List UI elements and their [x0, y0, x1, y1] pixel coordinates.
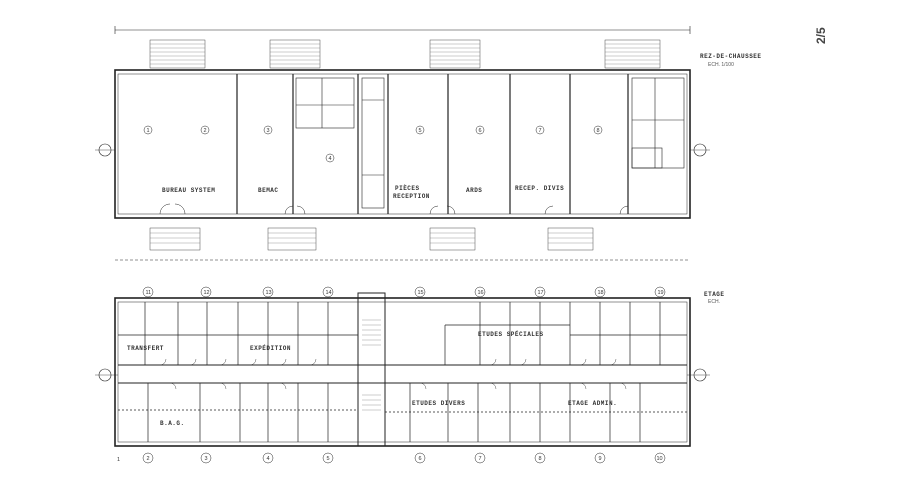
grid-label-bottom: 8 [539, 456, 542, 462]
room-label: ETUDES DIVERS [412, 400, 465, 407]
bay-number: 4 [329, 156, 332, 162]
grid-label-top: 17 [538, 290, 544, 296]
grid-label-bottom: 1 [117, 457, 120, 463]
grid-label-top: 14 [326, 290, 332, 296]
grid-label-bottom: 5 [327, 456, 330, 462]
grid-label-top: 15 [418, 290, 424, 296]
room-label: ETUDES SPÉCIALES [478, 331, 544, 338]
grid-label-top: 19 [658, 290, 664, 296]
room-label: BEMAC [258, 187, 279, 194]
room-label: BUREAU SYSTEM [162, 187, 215, 194]
room-label: ETAGE ADMIN. [568, 400, 617, 407]
upper-floor-plan [95, 292, 710, 447]
grid-label-bottom: 6 [419, 456, 422, 462]
room-label: EXPÉDITION [250, 345, 291, 352]
grid-label-top: 12 [204, 290, 210, 296]
page-number: 2/5 [814, 27, 828, 44]
grid-label-bottom: 10 [657, 456, 663, 462]
room-label: PIÈCES [395, 185, 420, 192]
entrance-stairs-top [149, 39, 661, 69]
grid-label-bottom: 3 [205, 456, 208, 462]
grid-label-top: 18 [598, 290, 604, 296]
upper-floor-title: ETAGE [704, 291, 725, 298]
bay-number: 2 [204, 128, 207, 134]
room-label: RECEP. DIVIS [515, 185, 564, 192]
ground-floor-plan [95, 26, 710, 261]
upper-floor-subtitle: ECH. [708, 299, 720, 305]
upper-grid-markers [142, 286, 666, 464]
grid-label-top: 11 [146, 290, 152, 296]
room-label: B.A.G. [160, 420, 185, 427]
bay-number: 1 [147, 128, 150, 134]
bay-number: 5 [419, 128, 422, 134]
bay-number: 3 [267, 128, 270, 134]
grid-label-top: 13 [266, 290, 272, 296]
room-label: TRANSFERT [127, 345, 164, 352]
ground-floor-subtitle: ECH. 1/100 [708, 62, 734, 68]
ground-floor-title: REZ-DE-CHAUSSEE [700, 53, 762, 60]
room-label: ARDS [466, 187, 482, 194]
grid-label-top: 16 [478, 290, 484, 296]
grid-label-bottom: 9 [599, 456, 602, 462]
grid-label-bottom: 4 [267, 456, 270, 462]
grid-label-bottom: 7 [479, 456, 482, 462]
bay-number: 6 [479, 128, 482, 134]
room-label: RECEPTION [393, 193, 430, 200]
grid-label-bottom: 2 [147, 456, 150, 462]
bay-number: 8 [597, 128, 600, 134]
bay-number: 7 [539, 128, 542, 134]
